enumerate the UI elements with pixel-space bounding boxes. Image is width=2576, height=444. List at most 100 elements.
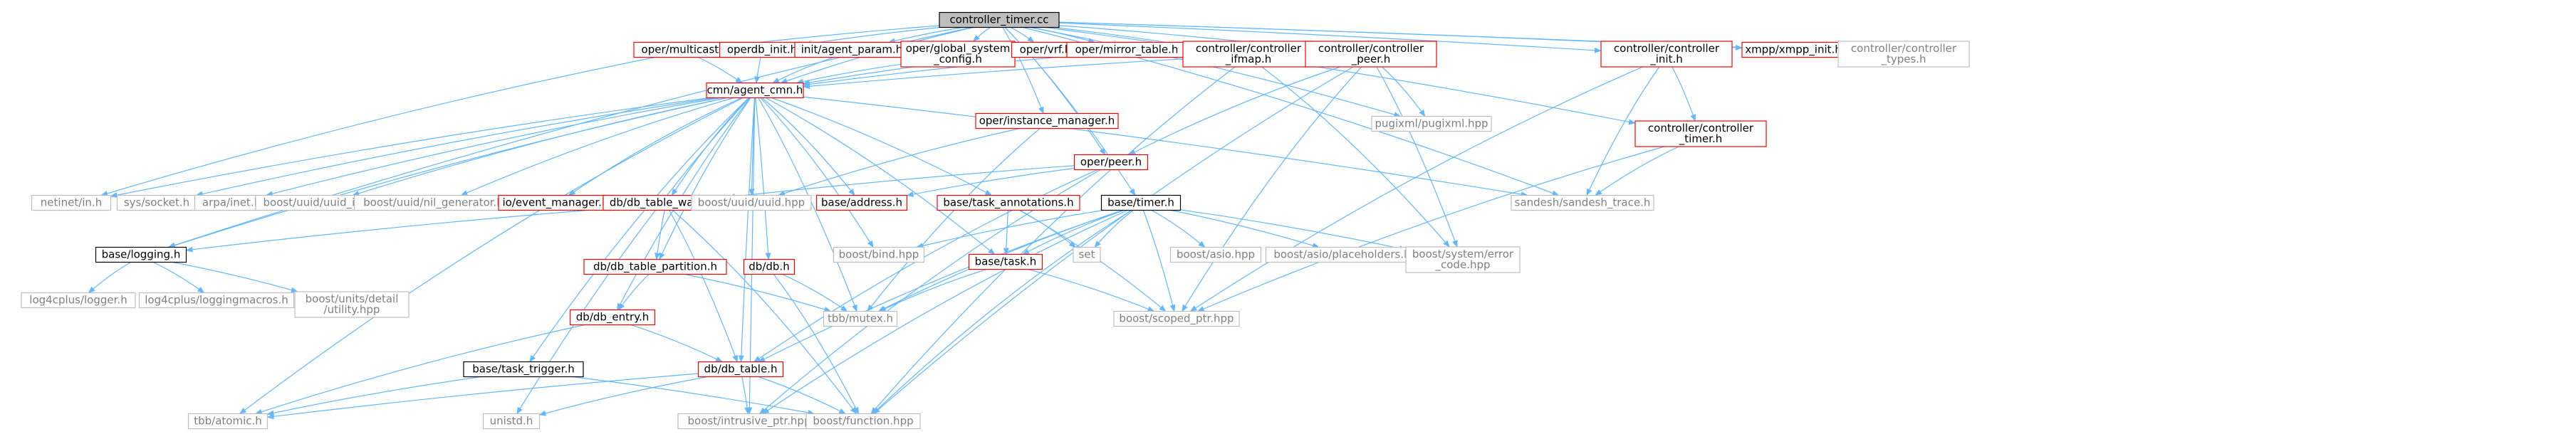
node-boost-asio: boost/asio.hpp (1169, 246, 1262, 263)
node-label: boost/asio.hpp (1177, 248, 1255, 261)
edge-cmn-agent-cmn-to-arpa-inet (265, 97, 721, 197)
edge-controller-ifmap-to-boost-system-error-code (1261, 66, 1450, 248)
node-tbb-mutex: tbb/mutex.h (823, 310, 898, 327)
node-base-timer[interactable]: base/timer.h (1100, 194, 1182, 211)
node-box (1073, 246, 1101, 263)
node-oper-global-system-config[interactable]: oper/global_system_config.h (900, 41, 1016, 68)
node-base-task-annotations[interactable]: base/task_annotations.h (937, 194, 1080, 211)
node-box (1113, 310, 1240, 327)
node-boost-uuid-gen: boost/uuid/nil_generator.hpp (353, 194, 527, 211)
node-db-db[interactable]: db/db.h (743, 258, 796, 275)
node-db-db-entry[interactable]: db/db_entry.h (569, 309, 656, 326)
edge-oper-instance-manager-to-boost-uuid (777, 127, 1021, 196)
node-oper-instance-manager[interactable]: oper/instance_manager.h (975, 112, 1119, 130)
graph-edges (88, 21, 1839, 420)
node-label: boost/scoped_ptr.hpp (1119, 312, 1234, 326)
node-box (482, 413, 541, 430)
node-operdb-init[interactable]: operdb_init.h (719, 41, 805, 58)
edge-db-table-walker-to-boost-function (672, 210, 857, 415)
node-box (743, 258, 796, 275)
node-label: oper/mirror_table.h (1075, 43, 1179, 57)
node-box (1169, 246, 1262, 263)
node-log4cplus-logger: log4cplus/logger.h (21, 292, 136, 309)
node-label: oper/peer.h (1080, 156, 1142, 169)
node-label: base/task_trigger.h (472, 363, 574, 376)
node-oper-multicast[interactable]: oper/multicast.h (633, 41, 737, 58)
node-base-address[interactable]: base/address.h (815, 194, 908, 211)
edge-base-logging-to-boost-units-utility (172, 261, 298, 293)
edge-controller-peer-to-boost-function (872, 66, 1354, 415)
node-label: _ifmap.h (1225, 53, 1272, 66)
node-pugixml: pugixml/pugixml.hpp (1371, 115, 1492, 132)
edge-base-timer-to-boost-intrusive-ptr (761, 209, 1128, 415)
node-box (1405, 246, 1521, 273)
node-box (1600, 41, 1733, 68)
node-netinet-in: netinet/in.h (31, 194, 112, 211)
edge-db-db-table-to-boost-function (758, 376, 847, 415)
node-box (691, 194, 812, 211)
node-label: db/db_table_partition.h (593, 260, 717, 274)
node-io-event-manager[interactable]: io/event_manager.h (498, 194, 613, 211)
edge-cmn-agent-cmn-to-sandesh-trace (803, 96, 1528, 197)
edge-db-db-entry-to-tbb-atomic (254, 324, 585, 415)
node-unistd: unistd.h (482, 413, 541, 430)
node-db-table-partition[interactable]: db/db_table_partition.h (583, 258, 727, 275)
node-box (1511, 194, 1654, 211)
node-label: boost/bind.hpp (839, 248, 919, 261)
edge-base-task-trigger-to-tbb-atomic (266, 376, 481, 416)
node-controller-ifmap[interactable]: controller/controller_ifmap.h (1182, 41, 1315, 68)
edge-root-to-controller-controller-timer (1045, 26, 1636, 125)
node-xmpp-init[interactable]: xmpp/xmpp_init.h (1741, 41, 1845, 58)
node-base-task-trigger[interactable]: base/task_trigger.h (463, 361, 584, 378)
node-base-logging[interactable]: base/logging.h (95, 246, 187, 263)
node-label: log4cplus/loggingmacros.h (145, 294, 288, 307)
node-oper-vrf[interactable]: oper/vrf.h (1011, 41, 1080, 58)
node-oper-mirror-table[interactable]: oper/mirror_table.h (1066, 41, 1187, 58)
node-controller-peer[interactable]: controller/controller_peer.h (1305, 41, 1437, 68)
node-label: _init.h (1649, 53, 1683, 66)
node-label: controller_timer.cc (950, 14, 1049, 27)
edge-db-db-to-boost-function (773, 274, 860, 415)
edge-operdb-init-to-cmn-agent-cmn (754, 57, 761, 84)
node-label: tbb/atomic.h (194, 415, 262, 428)
edge-base-timer-to-boost-asio (1151, 209, 1206, 248)
node-box (1182, 41, 1315, 68)
edge-cmn-agent-cmn-to-boost-uuid-gen (460, 97, 734, 196)
node-label: oper/vrf.h (1020, 43, 1072, 56)
edge-base-timer-to-boost-bind (915, 209, 1104, 249)
node-label: sandesh/sandesh_trace.h (1515, 196, 1651, 210)
node-box (1371, 115, 1492, 132)
node-label: unistd.h (490, 415, 533, 428)
node-box (833, 246, 925, 263)
node-box (697, 361, 784, 378)
edge-base-logging-to-log4cplus-logger (88, 261, 131, 294)
node-label: init/agent_param.h (801, 43, 903, 57)
node-db-db-table[interactable]: db/db_table.h (697, 361, 784, 378)
node-root[interactable]: controller_timer.cc (939, 11, 1060, 28)
node-label: tbb/mutex.h (828, 312, 893, 325)
node-controller-controller-timer[interactable]: controller/controller_timer.h (1634, 120, 1767, 147)
edge-cmn-agent-cmn-to-netinet-in (110, 97, 710, 199)
edge-cmn-agent-cmn-to-base-task-trigger (529, 97, 749, 363)
node-cmn-agent-cmn[interactable]: cmn/agent_cmn.h (706, 82, 804, 99)
node-label: base/logging.h (102, 248, 181, 261)
node-init-agent-param[interactable]: init/agent_param.h (794, 41, 909, 58)
node-box (569, 309, 656, 326)
edge-root-to-oper-instance-manager (1002, 27, 1044, 115)
node-box (968, 253, 1043, 270)
node-oper-peer[interactable]: oper/peer.h (1073, 154, 1149, 171)
node-box (975, 112, 1119, 130)
node-box (1837, 41, 1970, 68)
node-label: oper/multicast.h (642, 43, 729, 56)
edge-base-timer-to-db-db-table (758, 209, 1123, 363)
edge-controller-peer-to-oper-peer (1128, 66, 1340, 156)
node-label: boost/intrusive_ptr.hpp (688, 415, 811, 428)
node-controller-init[interactable]: controller/controller_init.h (1600, 41, 1733, 68)
node-label: io/event_manager.h (503, 196, 609, 210)
edge-db-table-partition-to-tbb-mutex (684, 273, 832, 312)
node-label: _code.hpp (1435, 258, 1491, 272)
edge-cmn-agent-cmn-to-sys-socket (195, 97, 716, 197)
node-label: _types.h (1880, 53, 1926, 66)
edge-controller-peer-to-boost-scoped-ptr (1182, 66, 1362, 312)
node-base-task[interactable]: base/task.h (968, 253, 1043, 270)
